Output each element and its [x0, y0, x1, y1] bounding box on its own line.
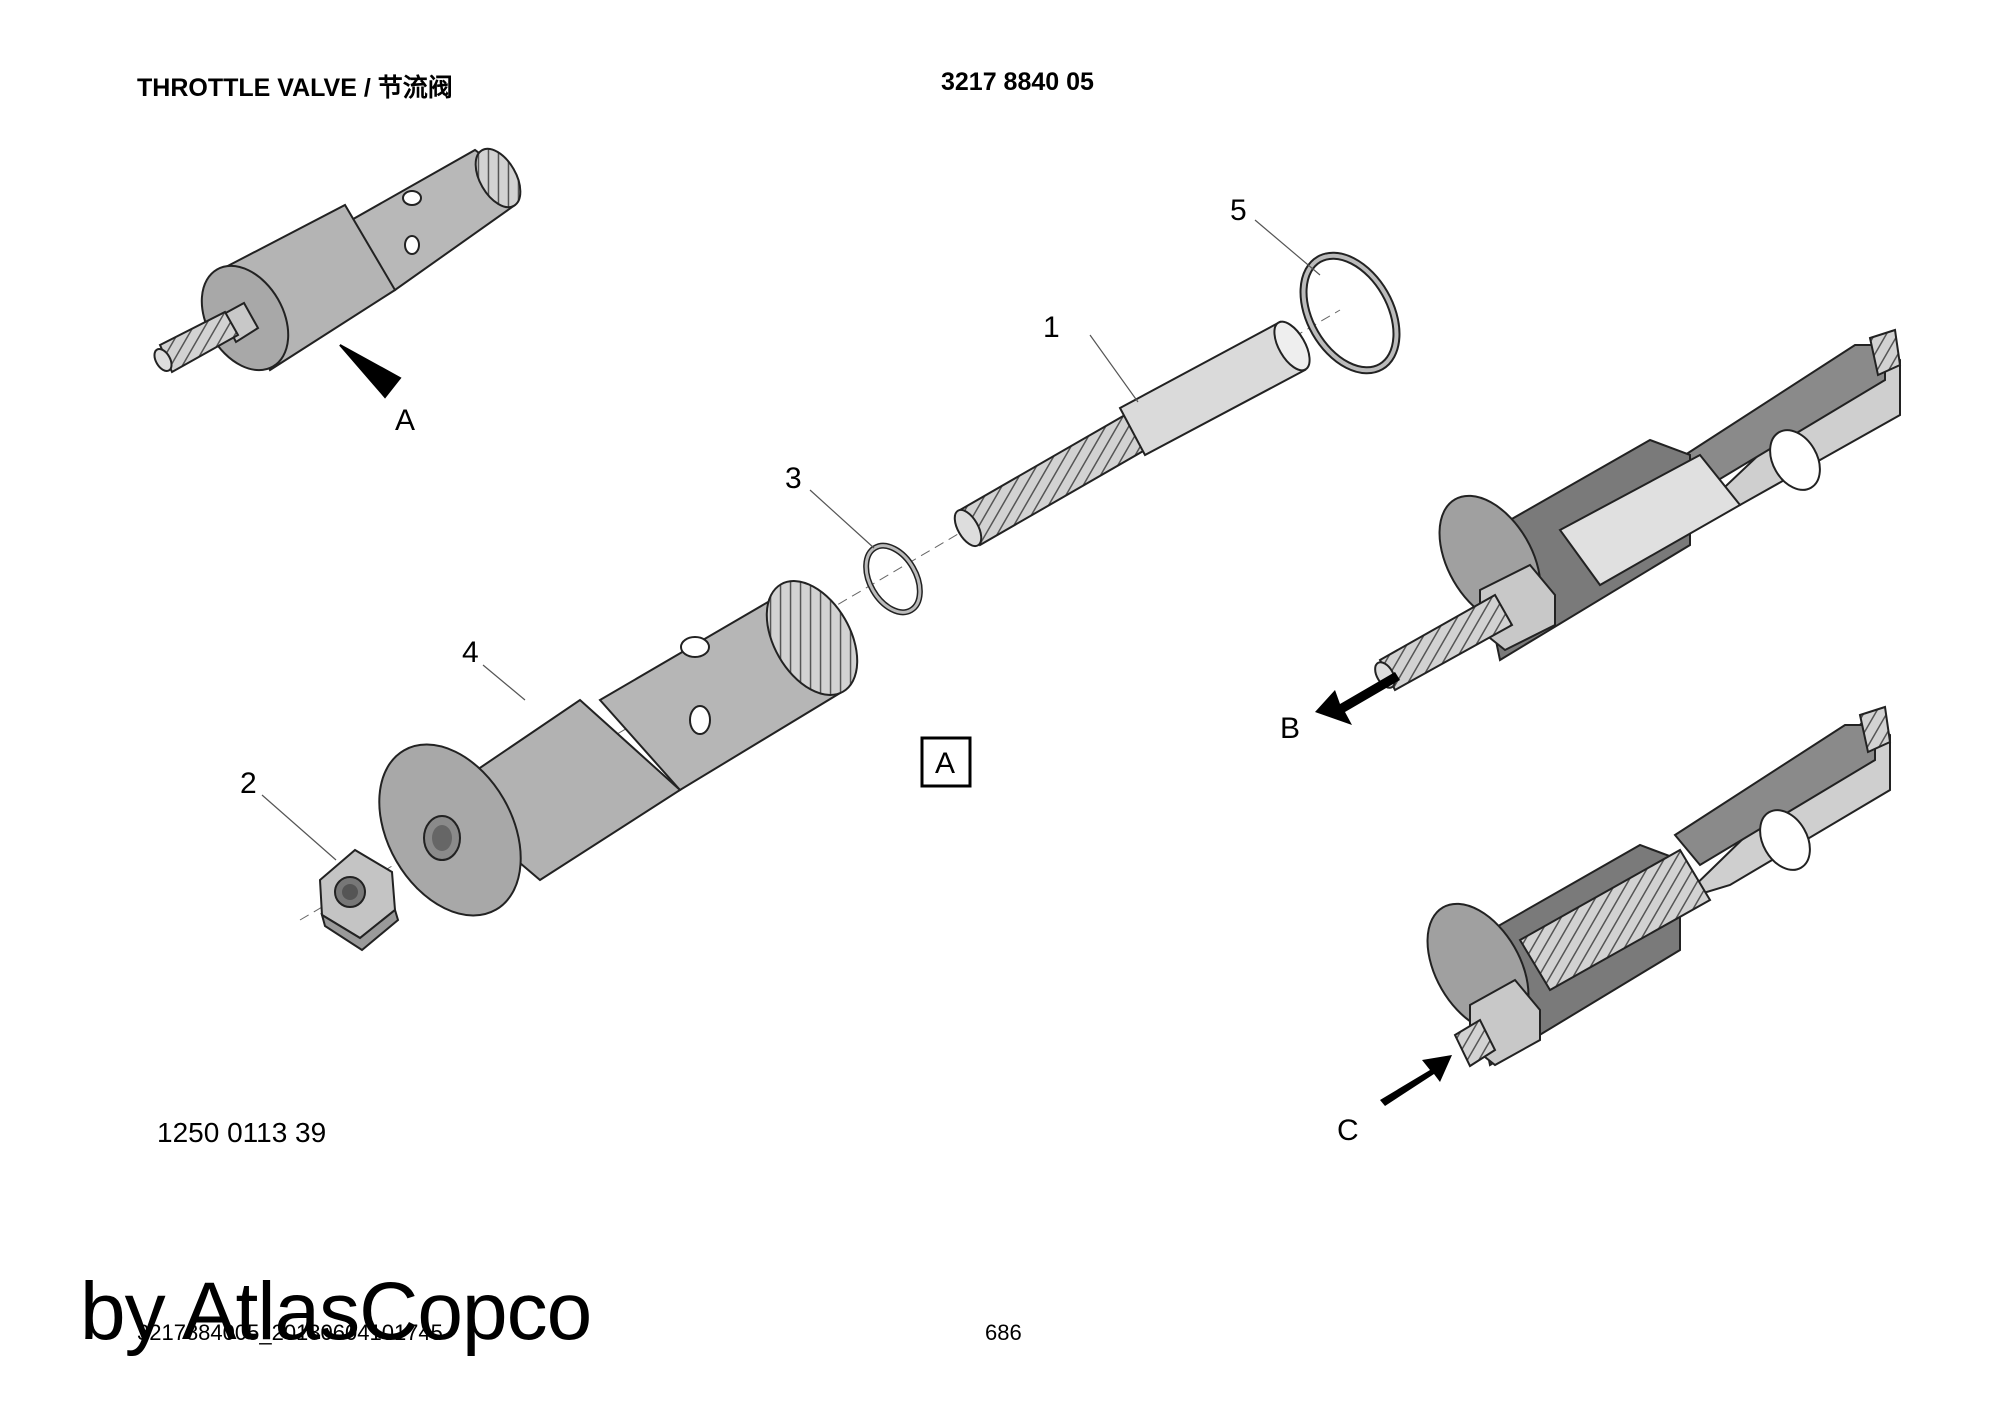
callout-view-a: A — [395, 404, 415, 437]
hex-nut-part — [318, 848, 400, 952]
assembled-valve-view — [153, 147, 522, 399]
callout-view-c: C — [1337, 1114, 1359, 1147]
part-number: 3217 8840 05 — [941, 68, 1094, 96]
footer-reference: 3217884005_20130604101745 — [137, 1320, 443, 1345]
callout-5: 5 — [1230, 194, 1247, 227]
detail-a-label: A — [935, 747, 955, 780]
section-view-c: C — [1337, 705, 1892, 1147]
callout-1: 1 — [1043, 311, 1060, 344]
callout-2: 2 — [240, 767, 257, 800]
exploded-view: 1 5 3 4 2 A A — [240, 194, 1401, 952]
spindle-part — [953, 320, 1311, 548]
callout-3: 3 — [785, 462, 802, 495]
callout-4: 4 — [462, 636, 479, 669]
callout-view-b: B — [1280, 712, 1300, 745]
section-view-b: B — [1280, 328, 1902, 745]
detail-a-box — [920, 736, 972, 788]
document-title: THROTTLE VALVE / 节流阀 — [137, 74, 453, 102]
page-number: 686 — [985, 1320, 1022, 1345]
drawing-code: 1250 0113 39 — [157, 1117, 327, 1148]
watermark: by AtlasCopco — [80, 1266, 592, 1357]
valve-body-part — [378, 580, 859, 917]
